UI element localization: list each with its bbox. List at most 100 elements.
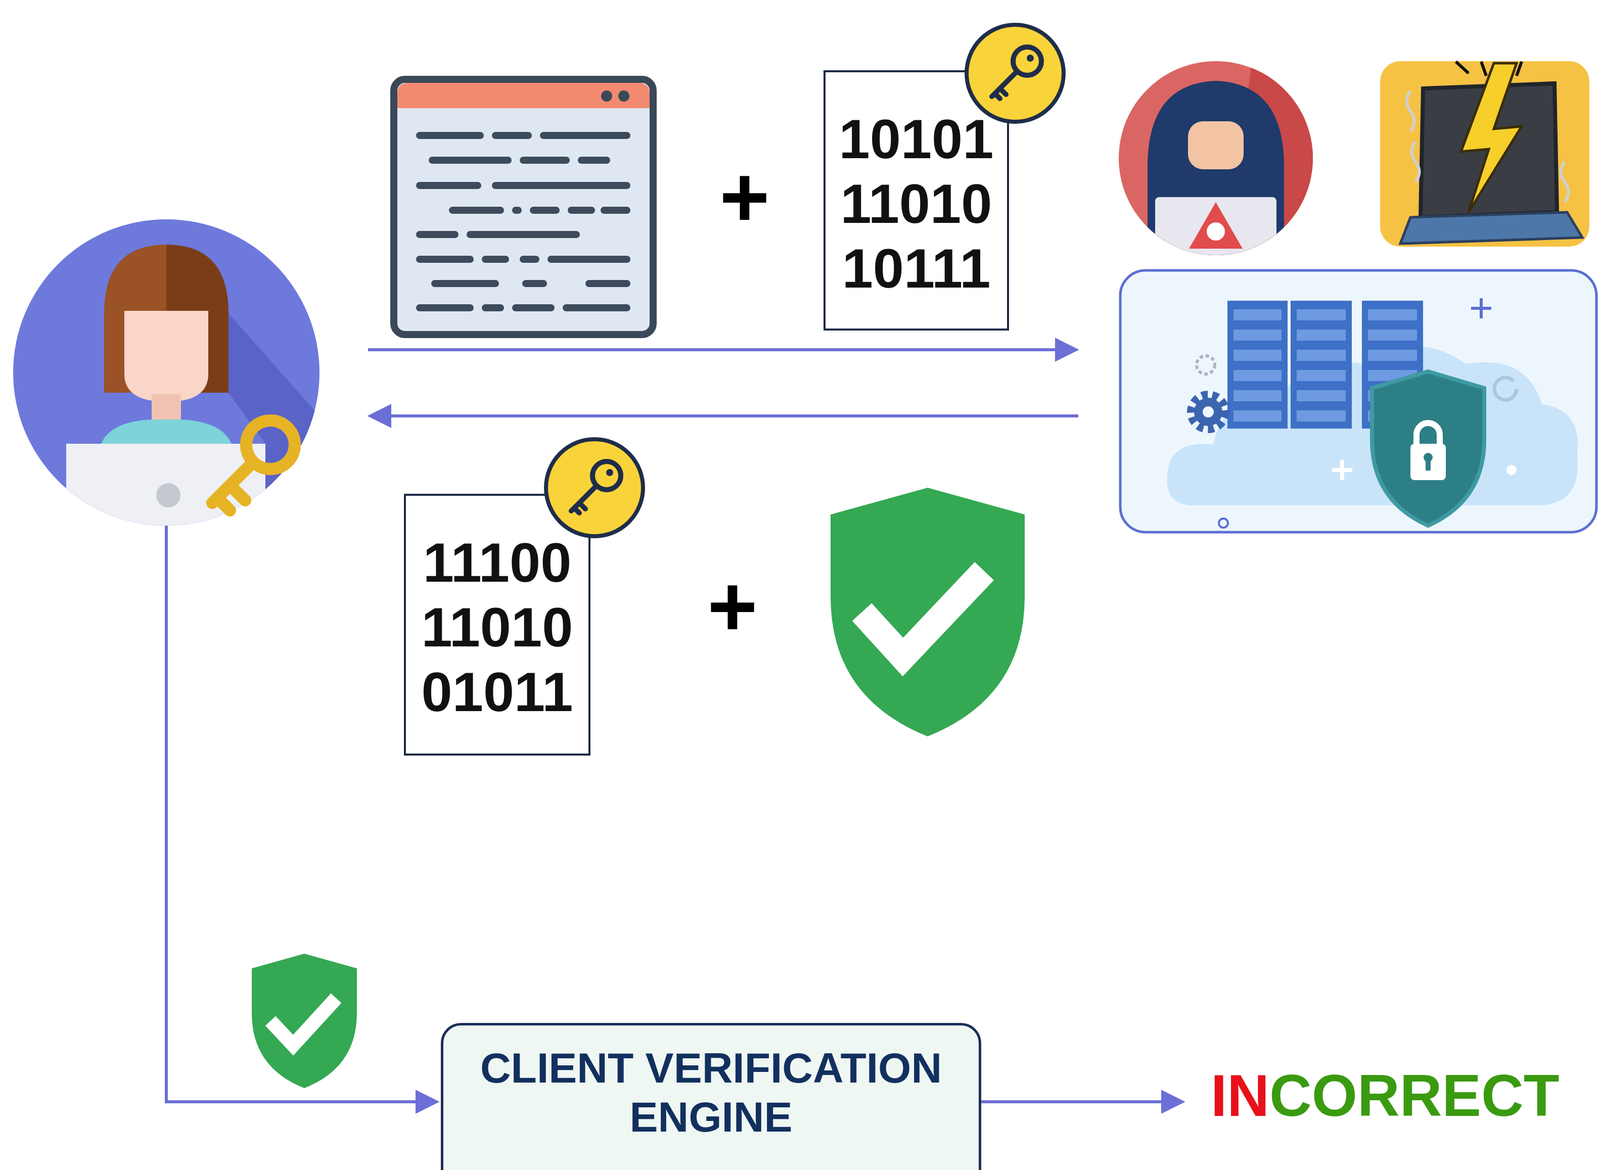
code-window	[393, 79, 654, 335]
broken-laptop	[1380, 61, 1590, 247]
server-slots	[1233, 329, 1282, 341]
document-outlines	[824, 71, 1009, 330]
server-slots	[1233, 309, 1282, 321]
code-lines	[581, 156, 607, 164]
cloud-server	[1425, 457, 1431, 471]
code-lines	[525, 280, 544, 288]
code-lines	[571, 206, 592, 214]
broken-laptop	[1406, 90, 1569, 203]
server-slots	[1233, 390, 1282, 402]
cloud-server	[1120, 270, 1597, 533]
flow-arrows	[372, 414, 1079, 418]
encrypted-document: 10101 11010 10111	[824, 71, 1009, 330]
cloud-server	[1194, 397, 1223, 427]
hacker-icon	[1187, 121, 1244, 170]
code-lines	[533, 206, 557, 214]
code-window	[393, 79, 654, 335]
code-lines	[566, 304, 627, 312]
code-lines	[432, 156, 509, 164]
server-slots	[1367, 349, 1417, 361]
code-lines	[495, 131, 529, 140]
cloud-server	[1202, 406, 1214, 418]
code-lines	[485, 304, 501, 312]
cloud-server	[1506, 465, 1517, 476]
cloud-server	[1332, 460, 1353, 481]
encrypted-document: 11100 11010 01011	[404, 494, 590, 755]
verified-shield	[251, 953, 357, 1089]
cloud-server	[1196, 355, 1215, 375]
box-label: CLIENT VERIFICATION ENGINE	[458, 1043, 964, 1142]
hacker-icon	[1189, 202, 1243, 249]
code-lines	[485, 255, 506, 263]
key-icon	[212, 462, 253, 511]
server-slots	[1367, 329, 1417, 341]
process-box: CLIENT VERIFICATION ENGINE	[440, 1023, 982, 1170]
broken-laptop	[1400, 212, 1583, 244]
code-lines	[523, 255, 536, 263]
user-avatar	[156, 483, 181, 508]
user-avatar	[228, 313, 354, 557]
server-slots	[1296, 390, 1346, 402]
code-lines	[470, 231, 577, 239]
server-slots	[1233, 410, 1282, 422]
broken-laptop	[1455, 61, 1522, 76]
broken-laptop	[1380, 61, 1590, 247]
binary-data: 10101 11010 10111	[834, 106, 998, 301]
cloud-server	[1227, 300, 1288, 429]
code-lines	[419, 231, 455, 239]
cloud-server	[1494, 377, 1517, 400]
code-lines	[495, 181, 627, 190]
plus-sign: +	[707, 559, 758, 654]
cloud-server	[1290, 300, 1352, 429]
broken-laptop	[1460, 63, 1522, 213]
verified-shield	[270, 998, 337, 1046]
code-lines	[419, 131, 481, 140]
flow-arrows	[368, 348, 1075, 352]
code-lines	[419, 255, 471, 263]
result-arrow	[981, 1100, 1181, 1104]
flow-arrows	[166, 349, 1181, 1103]
binary-data: 11100 11010 01011	[415, 530, 580, 725]
user-avatar	[151, 394, 181, 423]
verified-shield	[861, 571, 985, 658]
server-slots	[1296, 370, 1346, 382]
server-slots	[1296, 329, 1346, 341]
key-badge	[966, 24, 1064, 122]
code-lines	[419, 304, 471, 312]
document-outlines	[404, 494, 590, 755]
server-slots	[1367, 309, 1417, 321]
hacker-icon	[1155, 197, 1277, 268]
cloud-server	[1471, 298, 1492, 319]
server-slots	[1296, 309, 1346, 321]
code-lines	[515, 206, 519, 214]
flow-arrows	[166, 525, 435, 1103]
plus-sign: +	[719, 149, 770, 245]
result-text: CORRECT	[1269, 1064, 1560, 1129]
code-lines	[419, 135, 627, 308]
key-badge	[545, 439, 644, 537]
code-lines	[452, 206, 501, 214]
code-lines	[419, 181, 478, 190]
server-slots	[1233, 370, 1282, 382]
verified-shield	[251, 953, 357, 1089]
hacker-icon	[1118, 50, 1325, 268]
code-lines	[551, 255, 627, 263]
cloud-server	[1410, 443, 1446, 481]
user-avatar	[66, 244, 354, 557]
server-slots	[1233, 349, 1282, 361]
key-icon	[212, 420, 295, 511]
code-lines	[515, 304, 552, 312]
cloud-server	[1416, 423, 1440, 446]
server-slots	[1296, 349, 1346, 361]
document-outlines	[404, 71, 1009, 755]
code-window	[601, 90, 613, 102]
user-avatar	[13, 219, 354, 557]
code-window	[618, 90, 630, 102]
verified-shield	[830, 487, 1025, 737]
cloud-server	[1120, 270, 1597, 533]
cloud-server	[1191, 394, 1226, 430]
verified-shield	[830, 487, 1025, 737]
hacker-icon	[1147, 50, 1325, 268]
code-lines	[434, 280, 496, 288]
